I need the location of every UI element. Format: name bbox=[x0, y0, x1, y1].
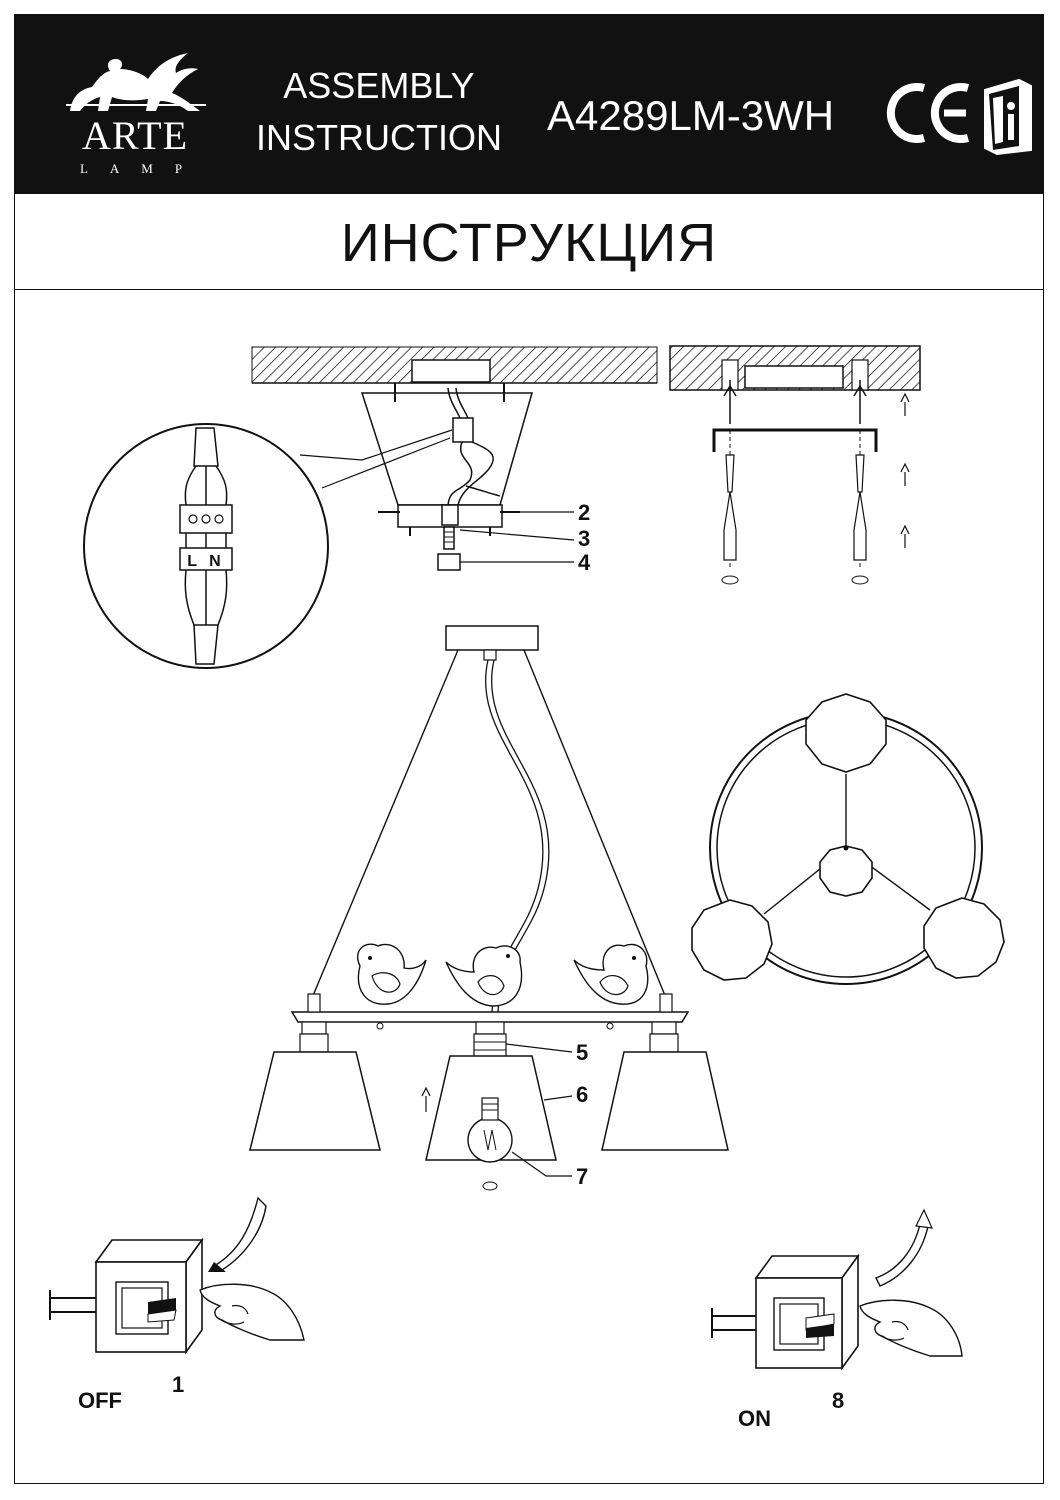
chandelier-top-view bbox=[691, 693, 1005, 985]
brand-logo: ARTE LAMP bbox=[50, 34, 220, 184]
switch-on-label: ON bbox=[738, 1406, 771, 1431]
step-8-number: 8 bbox=[832, 1388, 844, 1413]
callout-6: 6 bbox=[576, 1082, 588, 1107]
model-number: A4289LM-3WH bbox=[547, 92, 835, 139]
callout-2: 2 bbox=[578, 500, 590, 525]
subtitle-row: ИНСТРУКЦИЯ bbox=[14, 194, 1044, 290]
bird-figure-center bbox=[445, 945, 523, 1007]
switch-icon bbox=[711, 1253, 860, 1371]
callout-4: 4 bbox=[578, 550, 591, 575]
griffin-logo-icon bbox=[70, 53, 200, 111]
switch-off-label: OFF bbox=[78, 1388, 122, 1413]
terminal-detail-magnifier: L N bbox=[83, 423, 329, 669]
brand-name: ARTE bbox=[81, 113, 189, 158]
bird-figure-right bbox=[573, 943, 649, 1005]
chandelier-diagram: 5 6 7 bbox=[249, 625, 729, 1191]
manual-info-icon bbox=[984, 78, 1032, 156]
ce-mark-icon bbox=[886, 83, 970, 143]
assembly-title-line1: ASSEMBLY bbox=[283, 65, 475, 106]
up-arrow-icon bbox=[900, 392, 910, 548]
switch-on-diagram: ON 8 bbox=[711, 1208, 963, 1431]
hand-icon bbox=[199, 1283, 305, 1341]
switch-off-diagram: OFF 1 bbox=[49, 1196, 305, 1413]
assembly-title: ASSEMBLY INSTRUCTION bbox=[244, 60, 514, 164]
callout-5: 5 bbox=[576, 1040, 588, 1065]
step-1-number: 1 bbox=[172, 1372, 184, 1397]
hand-icon bbox=[859, 1299, 963, 1357]
brand-underline bbox=[66, 104, 206, 106]
header-bar: ARTE LAMP ASSEMBLY INSTRUCTION A4289LM-3… bbox=[14, 14, 1044, 194]
callout-7: 7 bbox=[576, 1164, 588, 1189]
brand-subname: LAMP bbox=[79, 161, 205, 176]
ceiling-mount-diagram: 2 3 4 bbox=[251, 346, 658, 575]
bird-figure-left bbox=[357, 943, 427, 1005]
terminal-label: L N bbox=[187, 553, 224, 570]
page-subtitle: ИНСТРУКЦИЯ bbox=[340, 213, 718, 273]
switch-icon bbox=[49, 1237, 204, 1355]
ceiling-screw-diagram bbox=[669, 345, 921, 585]
assembly-title-line2: INSTRUCTION bbox=[256, 117, 502, 158]
callout-3: 3 bbox=[578, 526, 590, 551]
